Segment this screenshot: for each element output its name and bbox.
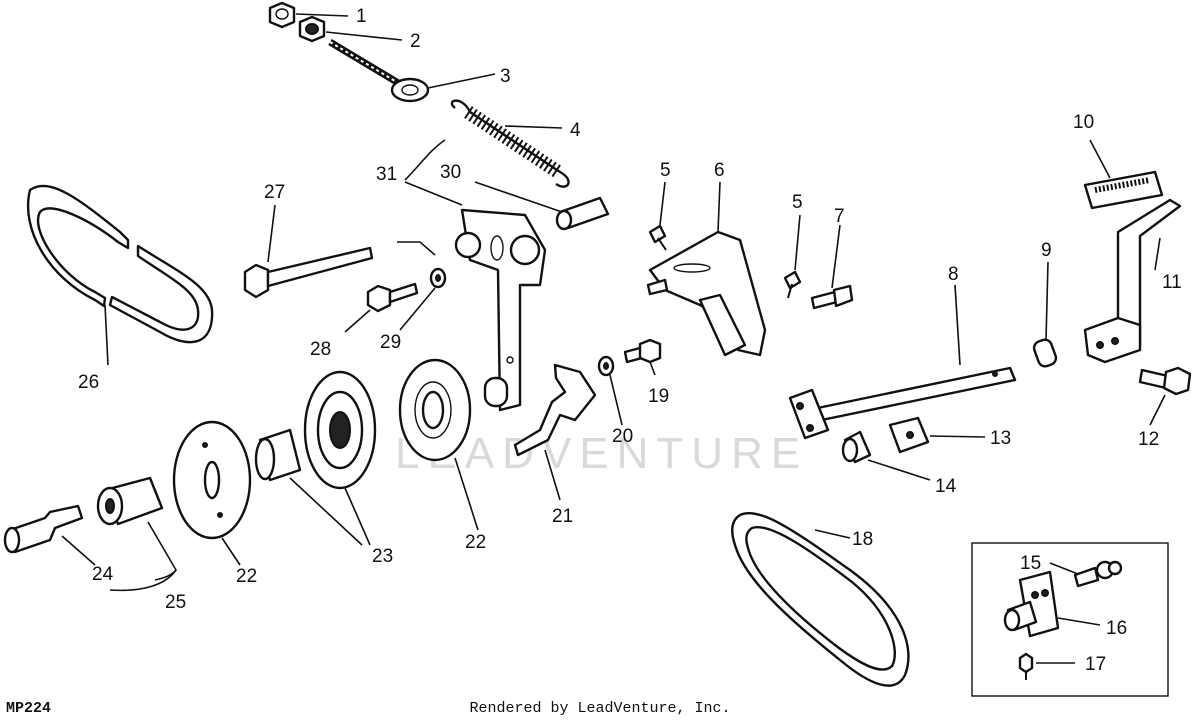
part-2-nut [298, 15, 326, 43]
part-4-spring [450, 99, 570, 188]
leader-lines [61, 13, 1166, 664]
callout-20: 20 [612, 426, 633, 447]
part-1-nut [268, 1, 296, 29]
part-29-washer [429, 267, 447, 289]
callout-10: 10 [1073, 112, 1094, 133]
part-8-rod [788, 366, 1017, 440]
part-7-bolt [810, 284, 854, 310]
callout-7: 7 [834, 206, 845, 227]
callout-23: 23 [372, 546, 393, 567]
footer-credit: Rendered by LeadVenture, Inc. [469, 700, 730, 717]
callout-22-right: 22 [465, 532, 486, 553]
callout-5-left: 5 [660, 160, 671, 181]
part-19-bolt [623, 338, 662, 364]
part-25-hub [96, 476, 164, 526]
callout-30: 30 [440, 162, 461, 183]
callout-31: 31 [376, 164, 397, 185]
part-20-washer [597, 355, 615, 377]
part-5-cotter-pin-right [783, 270, 802, 299]
part-18-belt [731, 511, 910, 687]
part-22-pulley-half-right [398, 358, 472, 462]
callout-4: 4 [570, 120, 581, 141]
callout-19: 19 [648, 386, 669, 407]
part-22-pulley-half-left [172, 420, 252, 540]
part-23-pulley-sheave [303, 370, 377, 490]
part-11-pedal-arm [1083, 198, 1182, 364]
part-14-bushing [841, 430, 872, 464]
diagram-code: MP224 [6, 700, 51, 717]
callout-16: 16 [1106, 618, 1127, 639]
callout-12: 12 [1138, 429, 1159, 450]
part-13-clip [888, 416, 930, 454]
part-3-eye-bolt [328, 38, 430, 103]
part-28-bolt [366, 282, 419, 313]
callout-labels: 1 2 3 4 5 5 6 7 8 9 10 11 12 13 14 15 16… [78, 6, 1182, 675]
callout-5-right: 5 [792, 192, 803, 213]
part-10-pedal-pad [1083, 170, 1164, 210]
callout-13: 13 [990, 428, 1011, 449]
part-6-bracket-plate [646, 230, 767, 357]
part-9-link [1032, 338, 1058, 368]
callout-26: 26 [78, 372, 99, 393]
callout-27: 27 [264, 182, 285, 203]
callout-22-left: 22 [236, 566, 257, 587]
callout-17: 17 [1085, 654, 1106, 675]
part-21-bracket [513, 363, 597, 457]
callout-15: 15 [1020, 553, 1041, 574]
callout-28: 28 [310, 339, 331, 360]
part-26-belt [26, 184, 214, 344]
part-15-bolt [1073, 560, 1123, 588]
part-24-shaft [3, 504, 84, 554]
callout-2: 2 [410, 31, 421, 52]
part-16-plate [1003, 570, 1060, 638]
callout-24: 24 [92, 564, 114, 585]
callout-3: 3 [500, 66, 511, 87]
part-30-bushing [555, 196, 610, 231]
part-23-spacer [254, 428, 302, 482]
callout-21: 21 [552, 506, 573, 527]
callout-9: 9 [1041, 240, 1052, 261]
part-31-idler-arm [454, 208, 547, 412]
callout-29: 29 [380, 332, 401, 353]
callout-8: 8 [948, 264, 959, 285]
part-17-screw [1018, 652, 1034, 680]
callout-1: 1 [356, 6, 367, 27]
callout-25: 25 [165, 592, 186, 613]
part-27-bolt [243, 246, 374, 299]
callout-14: 14 [935, 476, 957, 497]
callout-11: 11 [1162, 272, 1182, 293]
part-5-cotter-pin-left [648, 224, 667, 251]
callout-6: 6 [714, 160, 725, 181]
part-12-bolt [1138, 366, 1192, 396]
callout-18: 18 [852, 529, 873, 550]
